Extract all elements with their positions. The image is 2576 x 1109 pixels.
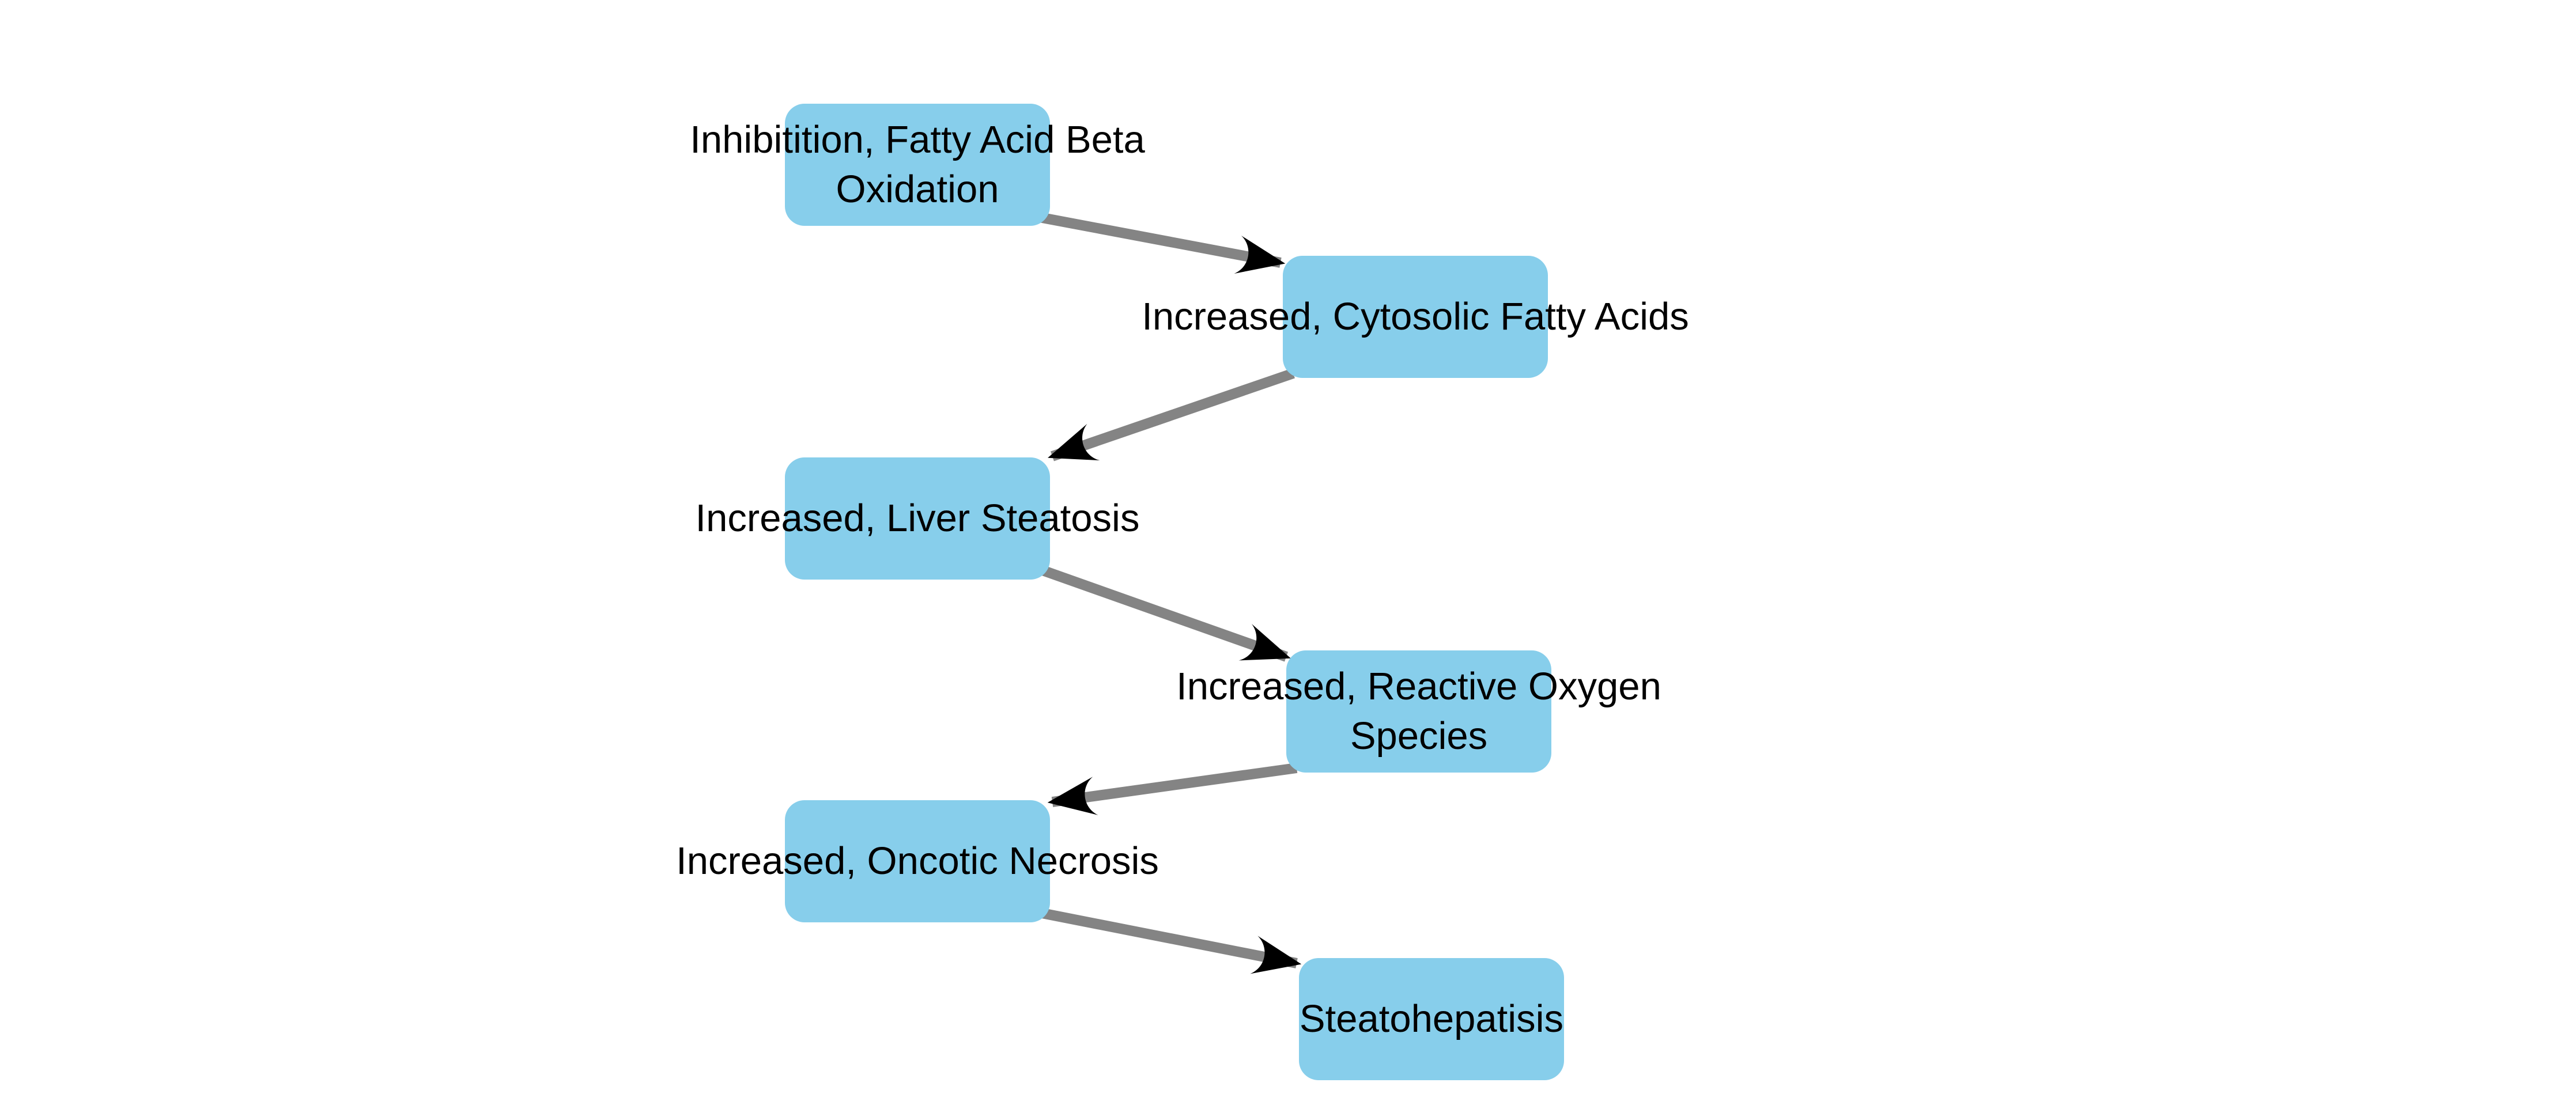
node-label: Increased, Cytosolic Fatty Acids xyxy=(1142,295,1689,339)
node-label: Increased, Reactive Oxygen Species xyxy=(1176,665,1661,758)
node-label: Increased, Liver Steatosis xyxy=(695,497,1140,540)
edge-ros-to-necrosis xyxy=(1047,763,1298,815)
node-increased-oncotic-necrosis: Increased, Oncotic Necrosis xyxy=(676,800,1159,922)
node-label: Increased, Oncotic Necrosis xyxy=(676,839,1159,883)
edge-oxidation-to-cytosolic xyxy=(1035,211,1286,274)
node-label: Inhibitition, Fatty Acid Beta Oxidation xyxy=(690,118,1145,211)
edge-necrosis-to-steatohepatisis xyxy=(1035,907,1302,974)
node-increased-cytosolic-fatty-acids: Increased, Cytosolic Fatty Acids xyxy=(1142,256,1689,378)
node-label: Steatohepatisis xyxy=(1299,997,1564,1041)
edge-cytosolic-to-steatosis xyxy=(1048,368,1295,461)
edge-steatosis-to-ros xyxy=(1034,563,1291,662)
node-inhibitition-fatty-acid-beta-oxidation: Inhibitition, Fatty Acid Beta Oxidation xyxy=(690,104,1145,226)
node-steatohepatisis: Steatohepatisis xyxy=(1299,958,1564,1080)
node-increased-liver-steatosis: Increased, Liver Steatosis xyxy=(696,457,1139,580)
node-increased-reactive-oxygen-species: Increased, Reactive Oxygen Species xyxy=(1176,650,1661,773)
